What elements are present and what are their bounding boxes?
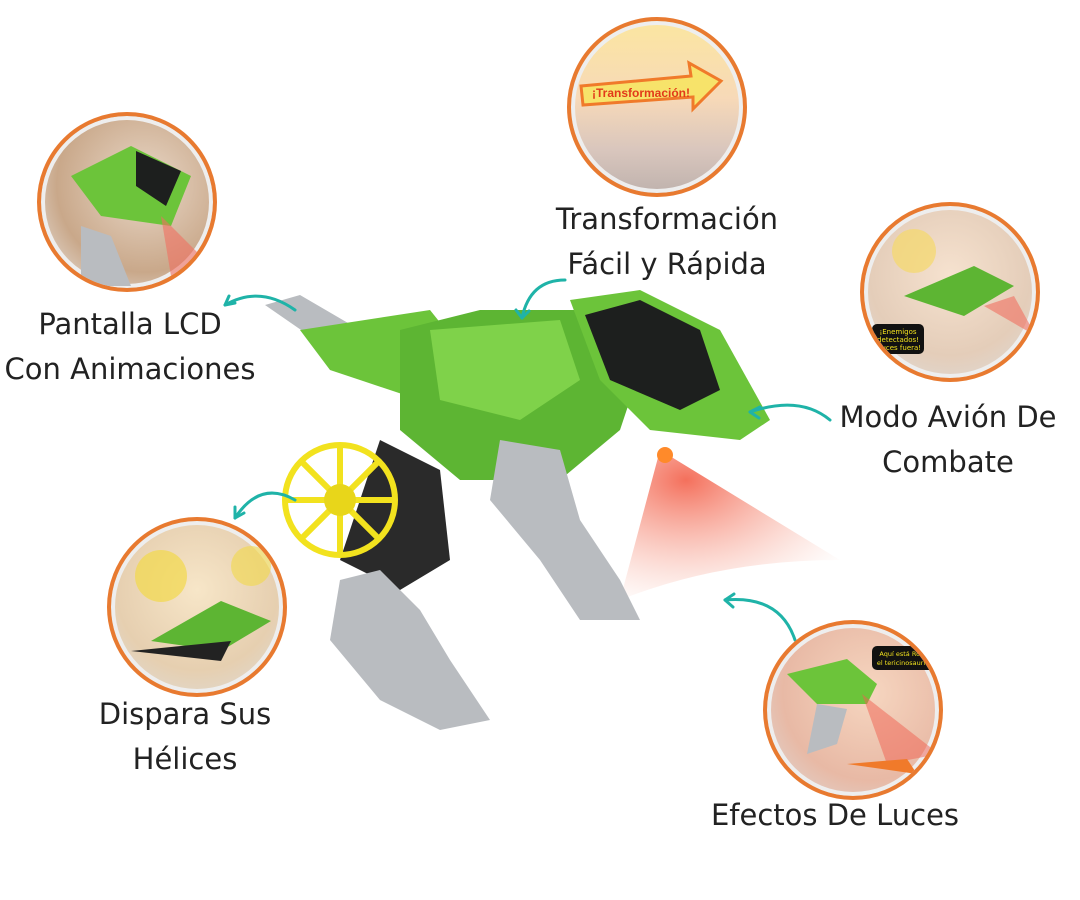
label-line: Fácil y Rápida — [567, 247, 767, 281]
label-line: Modo Avión De — [839, 400, 1057, 434]
feature-label-propeller: Dispara Sus Hélices — [99, 692, 272, 782]
feature-image-lcd — [37, 112, 217, 292]
arrow-transform — [520, 278, 567, 320]
feature-label-jet: Modo Avión De Combate — [839, 395, 1056, 485]
bubble-text: ¡Enemigos — [879, 328, 916, 336]
label-line: Transformación — [555, 202, 779, 236]
label-line: Hélices — [132, 742, 238, 776]
label-line: Con Animaciones — [4, 352, 256, 386]
arrow-propeller — [233, 491, 297, 520]
feature-image-transform: ¡Transformación! — [567, 17, 747, 197]
bubble-text: el tericinosaurio — [877, 659, 929, 667]
feature-image-propeller — [107, 517, 287, 697]
feature-label-transform: Transformación Fácil y Rápida — [556, 197, 778, 287]
label-line: Pantalla LCD — [38, 307, 222, 341]
bubble-text: Aquí está Roto — [879, 650, 926, 658]
feature-image-jet: ¡Enemigos detectados! ¡Luces fuera! — [860, 202, 1040, 382]
arrow-jet — [748, 403, 832, 422]
bubble-text: detectados! — [877, 336, 919, 344]
label-line: Dispara Sus — [98, 697, 272, 731]
label-line: Combate — [882, 445, 1014, 479]
feature-image-lights: Aquí está Roto el tericinosaurio — [763, 620, 943, 800]
arrow-lights — [723, 598, 797, 642]
transformation-badge-text: ¡Transformación! — [592, 86, 690, 100]
arrow-lcd — [223, 294, 297, 312]
bubble-text: ¡Luces fuera! — [875, 344, 921, 352]
feature-label-lights: Efectos De Luces — [711, 793, 959, 838]
label-line: Efectos De Luces — [710, 798, 960, 832]
feature-label-lcd: Pantalla LCD Con Animaciones — [5, 302, 256, 392]
